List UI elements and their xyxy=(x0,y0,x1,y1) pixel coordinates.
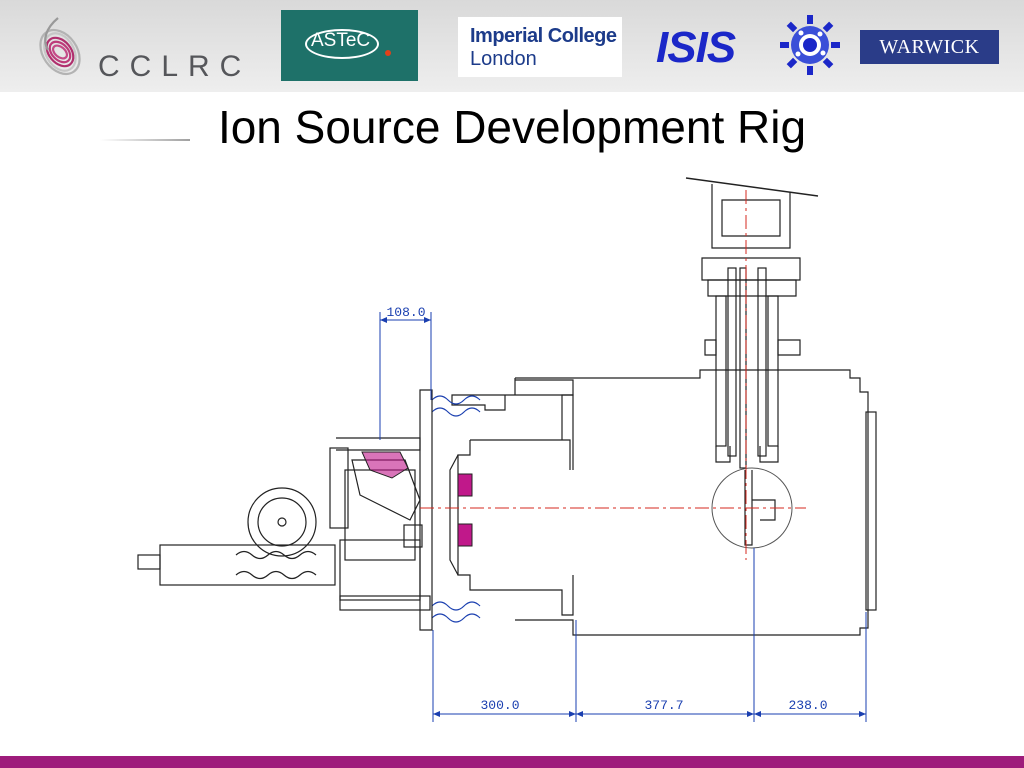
lower-bellows xyxy=(431,601,481,623)
cclrc-wordmark: CCLRC xyxy=(98,50,252,83)
top-mount-plate xyxy=(685,177,819,197)
bottom-accent-bar xyxy=(0,756,1024,768)
right-flange xyxy=(865,411,877,611)
probe-circle xyxy=(711,467,793,549)
imperial-college-logo: Imperial College London xyxy=(458,17,622,77)
cclrc-logo: CCLRC xyxy=(36,14,242,83)
top-flange xyxy=(701,257,801,281)
slide-title: Ion Source Development Rig xyxy=(217,101,807,153)
imperial-college-line1: Imperial College xyxy=(470,25,617,47)
astec-dot xyxy=(385,50,391,56)
upper-magnet-block xyxy=(457,473,473,497)
inner-chamber-edge xyxy=(449,454,459,576)
dimension-label-300: 300.0 xyxy=(480,698,519,713)
lower-magnet-block xyxy=(457,523,473,547)
vessel-top xyxy=(515,369,869,636)
imperial-college-line2: London xyxy=(470,48,537,70)
flange-plates xyxy=(419,389,433,631)
dimension-label-377: 377.7 xyxy=(644,698,683,713)
bellows-and-cylinders xyxy=(137,487,431,611)
top-box xyxy=(711,184,791,249)
isis-neutron-gear-icon xyxy=(780,15,840,75)
dimension-label-108: 108.0 xyxy=(386,305,425,320)
source-body xyxy=(329,437,423,601)
dimension-label-238: 238.0 xyxy=(788,698,827,713)
top-box-inner xyxy=(721,199,781,237)
ion-source-rig-drawing: 108.0 300.0 377.7 238.0 xyxy=(137,177,877,722)
upper-bellows xyxy=(431,395,481,417)
inner-chamber xyxy=(457,394,574,616)
cclrc-swirl-icon xyxy=(39,17,81,76)
astec-oval-shape xyxy=(305,29,379,59)
vessel-outline xyxy=(451,378,574,411)
warwick-logo: WARWICK xyxy=(860,30,999,64)
astec-wordmark: ASTeC xyxy=(311,30,371,51)
top-flange-2 xyxy=(707,279,797,297)
astec-logo: ASTeC xyxy=(281,10,418,81)
title-accent-rule xyxy=(100,139,190,141)
isis-logo: ISIS xyxy=(652,12,848,78)
warwick-wordmark: WARWICK xyxy=(879,36,980,58)
vertical-rods xyxy=(704,267,801,469)
isis-wordmark: ISIS xyxy=(656,23,736,72)
magenta-source-part xyxy=(361,451,409,479)
logo-header-bar: CCLRC ASTeC Imperial College London ISIS xyxy=(0,0,1024,92)
